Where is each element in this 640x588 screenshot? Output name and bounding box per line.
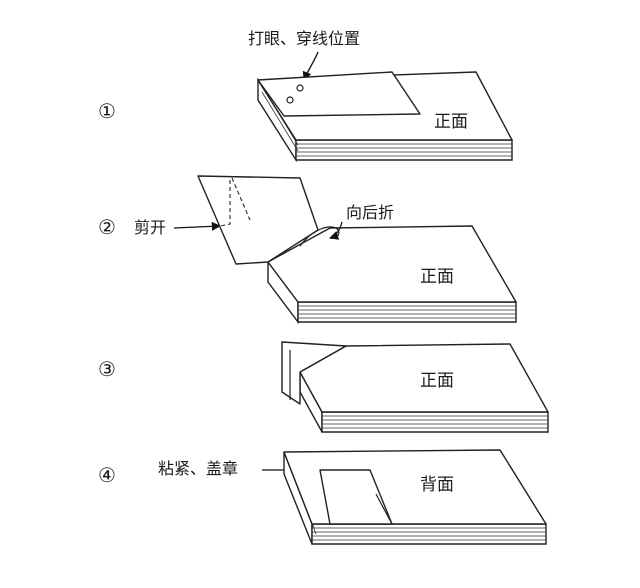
step-1-face-label: 正面 [434, 112, 468, 132]
step-3: ③ 正面 [98, 341, 549, 433]
step-3-document-stack [281, 341, 549, 433]
step-1-callout-arrow [302, 51, 319, 81]
step-1-number: ① [98, 99, 116, 123]
step-1-document-stack [257, 71, 513, 163]
step-4: ④ 粘紧、盖章 背面 [98, 449, 547, 545]
step-4-number: ④ [98, 463, 116, 487]
step-3-number: ③ [98, 357, 116, 381]
step-1-callout-punch-position: 打眼、穿线位置 [248, 29, 360, 48]
step-2-document-stack [197, 175, 517, 325]
step-2-number: ② [98, 215, 116, 239]
step-2-face-label: 正面 [420, 267, 454, 287]
step-4-callout-glue-stamp: 粘紧、盖章 [158, 459, 238, 478]
step-3-face-label: 正面 [420, 371, 454, 391]
step-2: ② 剪开 向后折 正面 [98, 175, 517, 325]
punch-hole-icon [296, 84, 304, 92]
step-2-cut-arrow [173, 221, 221, 231]
step-4-document-stack [283, 449, 547, 545]
punch-hole-icon [286, 96, 294, 104]
step-2-callout-fold-back: 向后折 [346, 203, 394, 222]
step-2-callout-cut: 剪开 [134, 218, 166, 237]
step-4-face-label: 背面 [420, 475, 454, 495]
step-1: ① 打眼、穿线位置 正面 [98, 29, 513, 163]
step-2-fold-arrow [329, 221, 343, 240]
